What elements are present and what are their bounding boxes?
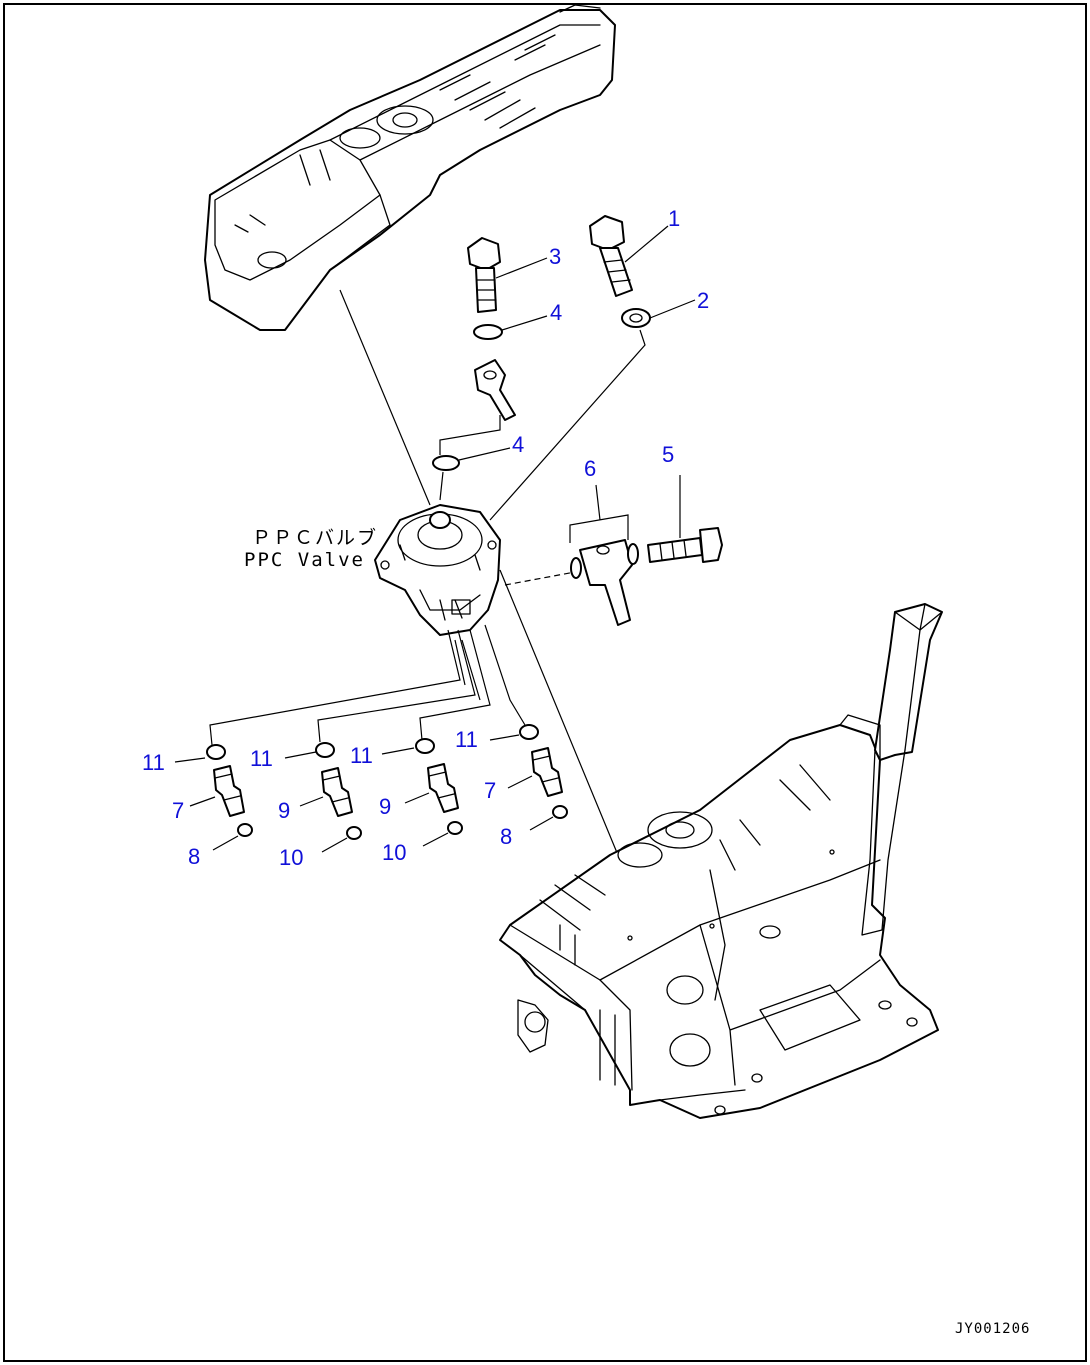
port-leaders <box>209 624 526 746</box>
part-11-seal-d <box>519 724 539 740</box>
callout-9-left: 9 <box>278 798 290 823</box>
callout-11-c: 11 <box>350 743 373 768</box>
part-8-seal-right <box>552 805 568 819</box>
part-6-clevis <box>570 539 639 626</box>
part-7-fitting-left <box>213 765 245 817</box>
washer-to-valve-line <box>489 329 646 521</box>
valve-label-en: PPC Valve <box>244 549 365 571</box>
oring-to-valve-line <box>439 471 444 501</box>
callout-7-right: 7 <box>484 778 496 803</box>
part-8-seal-left <box>237 823 253 837</box>
part-11-seal-a <box>206 744 226 760</box>
callout-10-left: 10 <box>279 845 303 870</box>
ppc-valve <box>374 504 501 636</box>
callout-4-lower: 4 <box>512 432 524 457</box>
callout-8-right: 8 <box>500 824 512 849</box>
drawing-code: JY001206 <box>955 1321 1030 1337</box>
valve-label-jp: ＰＰＣバルブ <box>252 526 378 549</box>
part-2-washer <box>621 308 651 328</box>
part-4-o-ring-lower <box>432 455 460 471</box>
drawing-frame <box>3 3 1087 1362</box>
callout-numbers: 1 2 3 4 4 5 6 7 7 8 8 9 9 10 10 11 11 11… <box>142 206 709 870</box>
hose-fitting <box>474 359 516 421</box>
callout-3: 3 <box>549 244 561 269</box>
callout-11-d: 11 <box>455 727 478 752</box>
callout-6: 6 <box>584 456 596 481</box>
callout-2: 2 <box>697 288 709 313</box>
handle-to-valve-line <box>339 289 431 506</box>
part-11-seal-c <box>415 738 435 754</box>
part-10-seal-right <box>447 821 463 835</box>
callout-9-right: 9 <box>379 794 391 819</box>
console-post <box>839 603 943 936</box>
callout-7-left: 7 <box>172 798 184 823</box>
fitting-leader <box>439 415 501 455</box>
part-10-seal-left <box>346 826 362 840</box>
callout-8-left: 8 <box>188 844 200 869</box>
part-4-o-ring-upper <box>473 324 503 340</box>
part-7-fitting-right <box>531 747 563 797</box>
callout-1: 1 <box>668 206 680 231</box>
valve-to-clevis-line <box>504 571 576 586</box>
callout-11-a: 11 <box>142 750 165 775</box>
callout-4-upper: 4 <box>550 300 562 325</box>
part-3-bolt <box>467 237 501 313</box>
part-5-bolt <box>647 527 723 563</box>
part-9-fitting-left <box>321 767 353 817</box>
part-11-seal-b <box>315 742 335 758</box>
valve-to-console-line <box>499 569 621 861</box>
control-console-base <box>499 724 939 1119</box>
callout-leaders <box>174 225 696 853</box>
callout-11-b: 11 <box>250 746 273 771</box>
lever-handle <box>204 4 616 331</box>
callout-10-right: 10 <box>382 840 406 865</box>
callout-5: 5 <box>662 442 674 467</box>
part-1-bolt <box>589 215 633 297</box>
clevis-leader <box>569 484 629 543</box>
part-9-fitting-right <box>427 763 459 813</box>
